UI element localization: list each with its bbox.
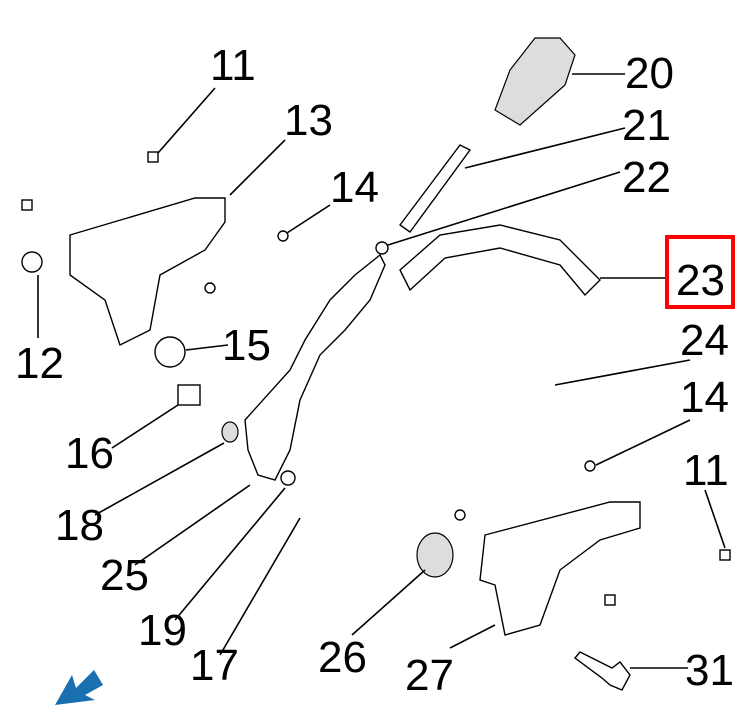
nut-12 bbox=[21, 251, 43, 273]
callout-25: 25 bbox=[100, 551, 149, 600]
nut-14 bbox=[277, 230, 289, 242]
bracket-27 bbox=[479, 501, 641, 636]
callout-14: 14 bbox=[330, 163, 379, 212]
callout-31: 31 bbox=[685, 646, 734, 695]
callout-23: 23 bbox=[676, 256, 725, 305]
callout-11: 11 bbox=[210, 41, 256, 90]
callout-17: 17 bbox=[190, 641, 239, 690]
washer-15 bbox=[154, 336, 186, 368]
callout-22: 22 bbox=[622, 153, 671, 202]
pin-16 bbox=[177, 384, 201, 406]
bolt-31 bbox=[573, 651, 631, 691]
nut-14b bbox=[584, 460, 596, 472]
callout-12: 12 bbox=[15, 339, 64, 388]
callout-26: 26 bbox=[318, 633, 367, 682]
callout-16: 16 bbox=[65, 429, 114, 478]
callout-13: 13 bbox=[284, 96, 333, 145]
knob-20 bbox=[494, 37, 576, 126]
callouts: 11 13 14 12 15 16 18 25 19 17 26 27 31 1… bbox=[15, 41, 735, 700]
callout-18: 18 bbox=[55, 501, 104, 550]
spring-18 bbox=[221, 421, 239, 443]
callout-15: 15 bbox=[222, 321, 271, 370]
shift-lever bbox=[244, 253, 386, 481]
bolt-11 bbox=[147, 151, 159, 163]
rod-21 bbox=[399, 144, 472, 233]
washer-22 bbox=[375, 241, 389, 255]
bolt bbox=[21, 199, 33, 211]
callout-24: 24 bbox=[680, 316, 729, 365]
leader-lines bbox=[37, 73, 726, 669]
shift-plate-23 bbox=[399, 224, 601, 297]
callout-11-right: 11 bbox=[683, 446, 729, 495]
callout-14-right: 14 bbox=[680, 373, 729, 422]
bracket-13 bbox=[69, 197, 226, 346]
callout-19: 19 bbox=[138, 606, 187, 655]
washer-19 bbox=[280, 470, 296, 486]
nut bbox=[204, 282, 216, 294]
callout-21: 21 bbox=[622, 101, 671, 150]
callout-20: 20 bbox=[625, 49, 674, 98]
callout-27: 27 bbox=[405, 651, 454, 700]
nut bbox=[454, 509, 466, 521]
bolt-11b bbox=[719, 549, 731, 561]
back-arrow-icon[interactable] bbox=[55, 670, 103, 705]
bolt bbox=[604, 594, 616, 606]
spring-26 bbox=[416, 532, 454, 578]
parts bbox=[21, 37, 731, 691]
highlight-box bbox=[665, 235, 735, 309]
